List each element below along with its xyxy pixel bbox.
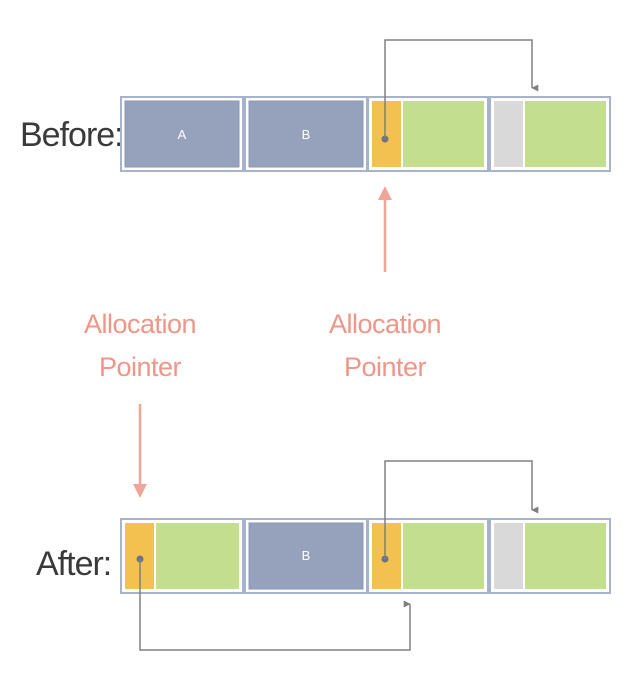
after-target-payload: [525, 523, 606, 589]
after-object-cell: [367, 518, 489, 594]
left-pointer-label-line2: Pointer: [99, 352, 182, 382]
before-block-a: A: [120, 96, 244, 172]
before-reference-link: [384, 39, 539, 139]
before-block-b-label: B: [302, 127, 311, 142]
before-object-header: [372, 101, 401, 167]
after-row-label: After:: [36, 545, 111, 583]
left-allocation-pointer-arrow: [133, 404, 147, 498]
before-target-header: [494, 101, 523, 167]
before-block-a-label: A: [178, 127, 187, 142]
after-reference-link-top: [384, 460, 539, 559]
before-target-payload: [525, 101, 606, 167]
after-new-object-payload: [156, 523, 239, 589]
after-object-payload: [403, 523, 484, 589]
before-row-label: Before:: [20, 116, 123, 154]
before-object-cell: [367, 96, 489, 172]
after-new-object-cell: [120, 518, 244, 594]
right-pointer-label-line2: Pointer: [344, 352, 427, 382]
left-pointer-label-line1: Allocation: [84, 309, 196, 339]
before-target-cell: [489, 96, 611, 172]
after-reference-link-bottom: [139, 559, 411, 651]
before-block-b: B: [244, 96, 368, 172]
after-target-header: [494, 523, 523, 589]
after-block-b-label: B: [302, 548, 311, 563]
right-pointer-label-line1: Allocation: [329, 309, 441, 339]
after-block-b: B: [244, 518, 368, 594]
after-target-cell: [489, 518, 611, 594]
right-allocation-pointer-arrow: [378, 186, 392, 272]
before-object-payload: [403, 101, 484, 167]
